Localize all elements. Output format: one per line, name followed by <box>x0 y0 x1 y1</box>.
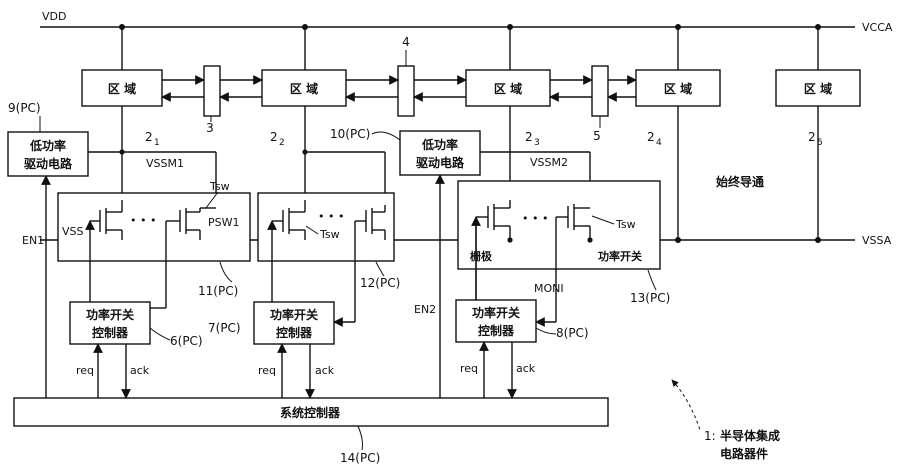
svg-text:• • •: • • • <box>130 214 156 227</box>
region-ref-3: 2 3 <box>525 130 540 148</box>
svg-text:低功率: 低功率 <box>421 137 458 152</box>
svg-text:功率开关: 功率开关 <box>598 249 642 263</box>
vdd-label: VDD <box>42 10 66 23</box>
system-controller: 系统控制器 <box>13 397 609 427</box>
region-2: 区 域 <box>261 69 347 107</box>
buffer-4: 4 <box>397 35 415 117</box>
svg-text:2: 2 <box>647 130 655 144</box>
svg-text:Tsw: Tsw <box>209 180 230 193</box>
buffer-3: 3 <box>203 65 221 135</box>
en1-label: EN1 <box>22 234 44 247</box>
svg-text:PSW1: PSW1 <box>208 216 240 229</box>
svg-text:半导体集成: 半导体集成 <box>720 428 780 443</box>
svg-text:ack: ack <box>130 364 150 377</box>
low-power-driver-2: 低功率 驱动电路 <box>399 130 481 176</box>
moni-label: MONI <box>534 282 564 295</box>
svg-text:ack: ack <box>516 362 536 375</box>
svg-text:Tsw: Tsw <box>615 218 636 231</box>
svg-text:4: 4 <box>656 138 662 148</box>
region-ref-4: 2 4 <box>647 130 662 148</box>
svg-text:功率开关: 功率开关 <box>86 307 134 322</box>
svg-text:VSS: VSS <box>62 225 84 238</box>
power-switch-controller-7: 功率开关 控制器 <box>253 301 335 345</box>
region-3: 区 域 <box>465 69 551 107</box>
vcca-label: VCCA <box>862 21 893 34</box>
svg-text:区 域: 区 域 <box>108 81 136 96</box>
en2-label: EN2 <box>414 303 436 316</box>
low-power-driver-1: 低功率 驱动电路 <box>7 131 89 177</box>
region-5: 区 域 <box>775 69 861 107</box>
svg-text:低功率: 低功率 <box>29 138 66 153</box>
svg-text:驱动电路: 驱动电路 <box>24 156 73 171</box>
svg-text:2: 2 <box>145 130 153 144</box>
svg-text:控制器: 控制器 <box>478 323 515 338</box>
region-4: 区 域 <box>635 69 721 107</box>
svg-text:功率开关: 功率开关 <box>472 305 520 320</box>
svg-text:2: 2 <box>279 138 285 148</box>
switch-block-12: • • • Tsw <box>257 192 395 262</box>
device-label: 1: 半导体集成 电路器件 <box>671 379 780 461</box>
svg-text:req: req <box>76 364 94 377</box>
always-on-label: 始终导通 <box>716 174 764 189</box>
svg-text:2: 2 <box>525 130 533 144</box>
controller-8-ref: 8(PC) <box>556 326 589 340</box>
switch-block-13: • • • Tsw 栅极 功率开关 <box>457 180 661 300</box>
svg-text:4: 4 <box>402 35 410 49</box>
svg-text:控制器: 控制器 <box>276 325 313 340</box>
svg-text:栅极: 栅极 <box>470 249 493 263</box>
region-ref-5: 2 5 <box>808 130 823 148</box>
svg-text:Tsw: Tsw <box>319 228 340 241</box>
svg-text:req: req <box>258 364 276 377</box>
signal-arrows <box>161 75 637 102</box>
req-ack-lines <box>93 341 517 399</box>
buffer-5: 5 <box>591 65 609 143</box>
vssm2-label: VSSM2 <box>530 156 568 169</box>
controller-7-ref: 7(PC) <box>208 321 241 335</box>
vssm1-label: VSSM1 <box>146 157 184 170</box>
svg-text:控制器: 控制器 <box>92 325 129 340</box>
controller-6-ref: 6(PC) <box>170 334 203 348</box>
vssa-label: VSSA <box>862 234 892 247</box>
svg-text:功率开关: 功率开关 <box>270 307 318 322</box>
svg-text:2: 2 <box>808 130 816 144</box>
switch-block-11-ref: 11(PC) <box>198 284 238 298</box>
power-switch-controller-6: 功率开关 控制器 <box>69 301 151 345</box>
svg-text:驱动电路: 驱动电路 <box>416 155 465 170</box>
region-ref-1: 2 1 <box>145 130 160 148</box>
system-controller-ref: 14(PC) <box>340 451 380 465</box>
svg-text:区 域: 区 域 <box>664 81 692 96</box>
low-power-driver-1-ref: 9(PC) <box>8 101 41 115</box>
svg-text:3: 3 <box>534 138 540 148</box>
svg-text:req: req <box>460 362 478 375</box>
svg-text:系统控制器: 系统控制器 <box>280 405 341 420</box>
svg-text:3: 3 <box>206 121 214 135</box>
svg-text:电路器件: 电路器件 <box>720 446 768 461</box>
svg-text:• • •: • • • <box>522 212 548 225</box>
svg-text:2: 2 <box>270 130 278 144</box>
svg-text:ack: ack <box>315 364 335 377</box>
region-ref-2: 2 2 <box>270 130 285 148</box>
power-switch-controller-8: 功率开关 控制器 <box>455 299 537 343</box>
svg-text:• • •: • • • <box>318 210 344 223</box>
switch-block-13-ref: 13(PC) <box>630 291 670 305</box>
svg-text:1: 1 <box>154 138 160 148</box>
svg-text:5: 5 <box>817 138 823 148</box>
low-power-driver-2-ref: 10(PC) <box>330 127 370 141</box>
svg-text:1:: 1: <box>704 429 716 443</box>
svg-text:5: 5 <box>593 129 601 143</box>
switch-block-12-ref: 12(PC) <box>360 276 400 290</box>
svg-text:区 域: 区 域 <box>494 81 522 96</box>
svg-text:区 域: 区 域 <box>290 81 318 96</box>
region-1: 区 域 <box>81 69 163 107</box>
svg-text:区 域: 区 域 <box>804 81 832 96</box>
